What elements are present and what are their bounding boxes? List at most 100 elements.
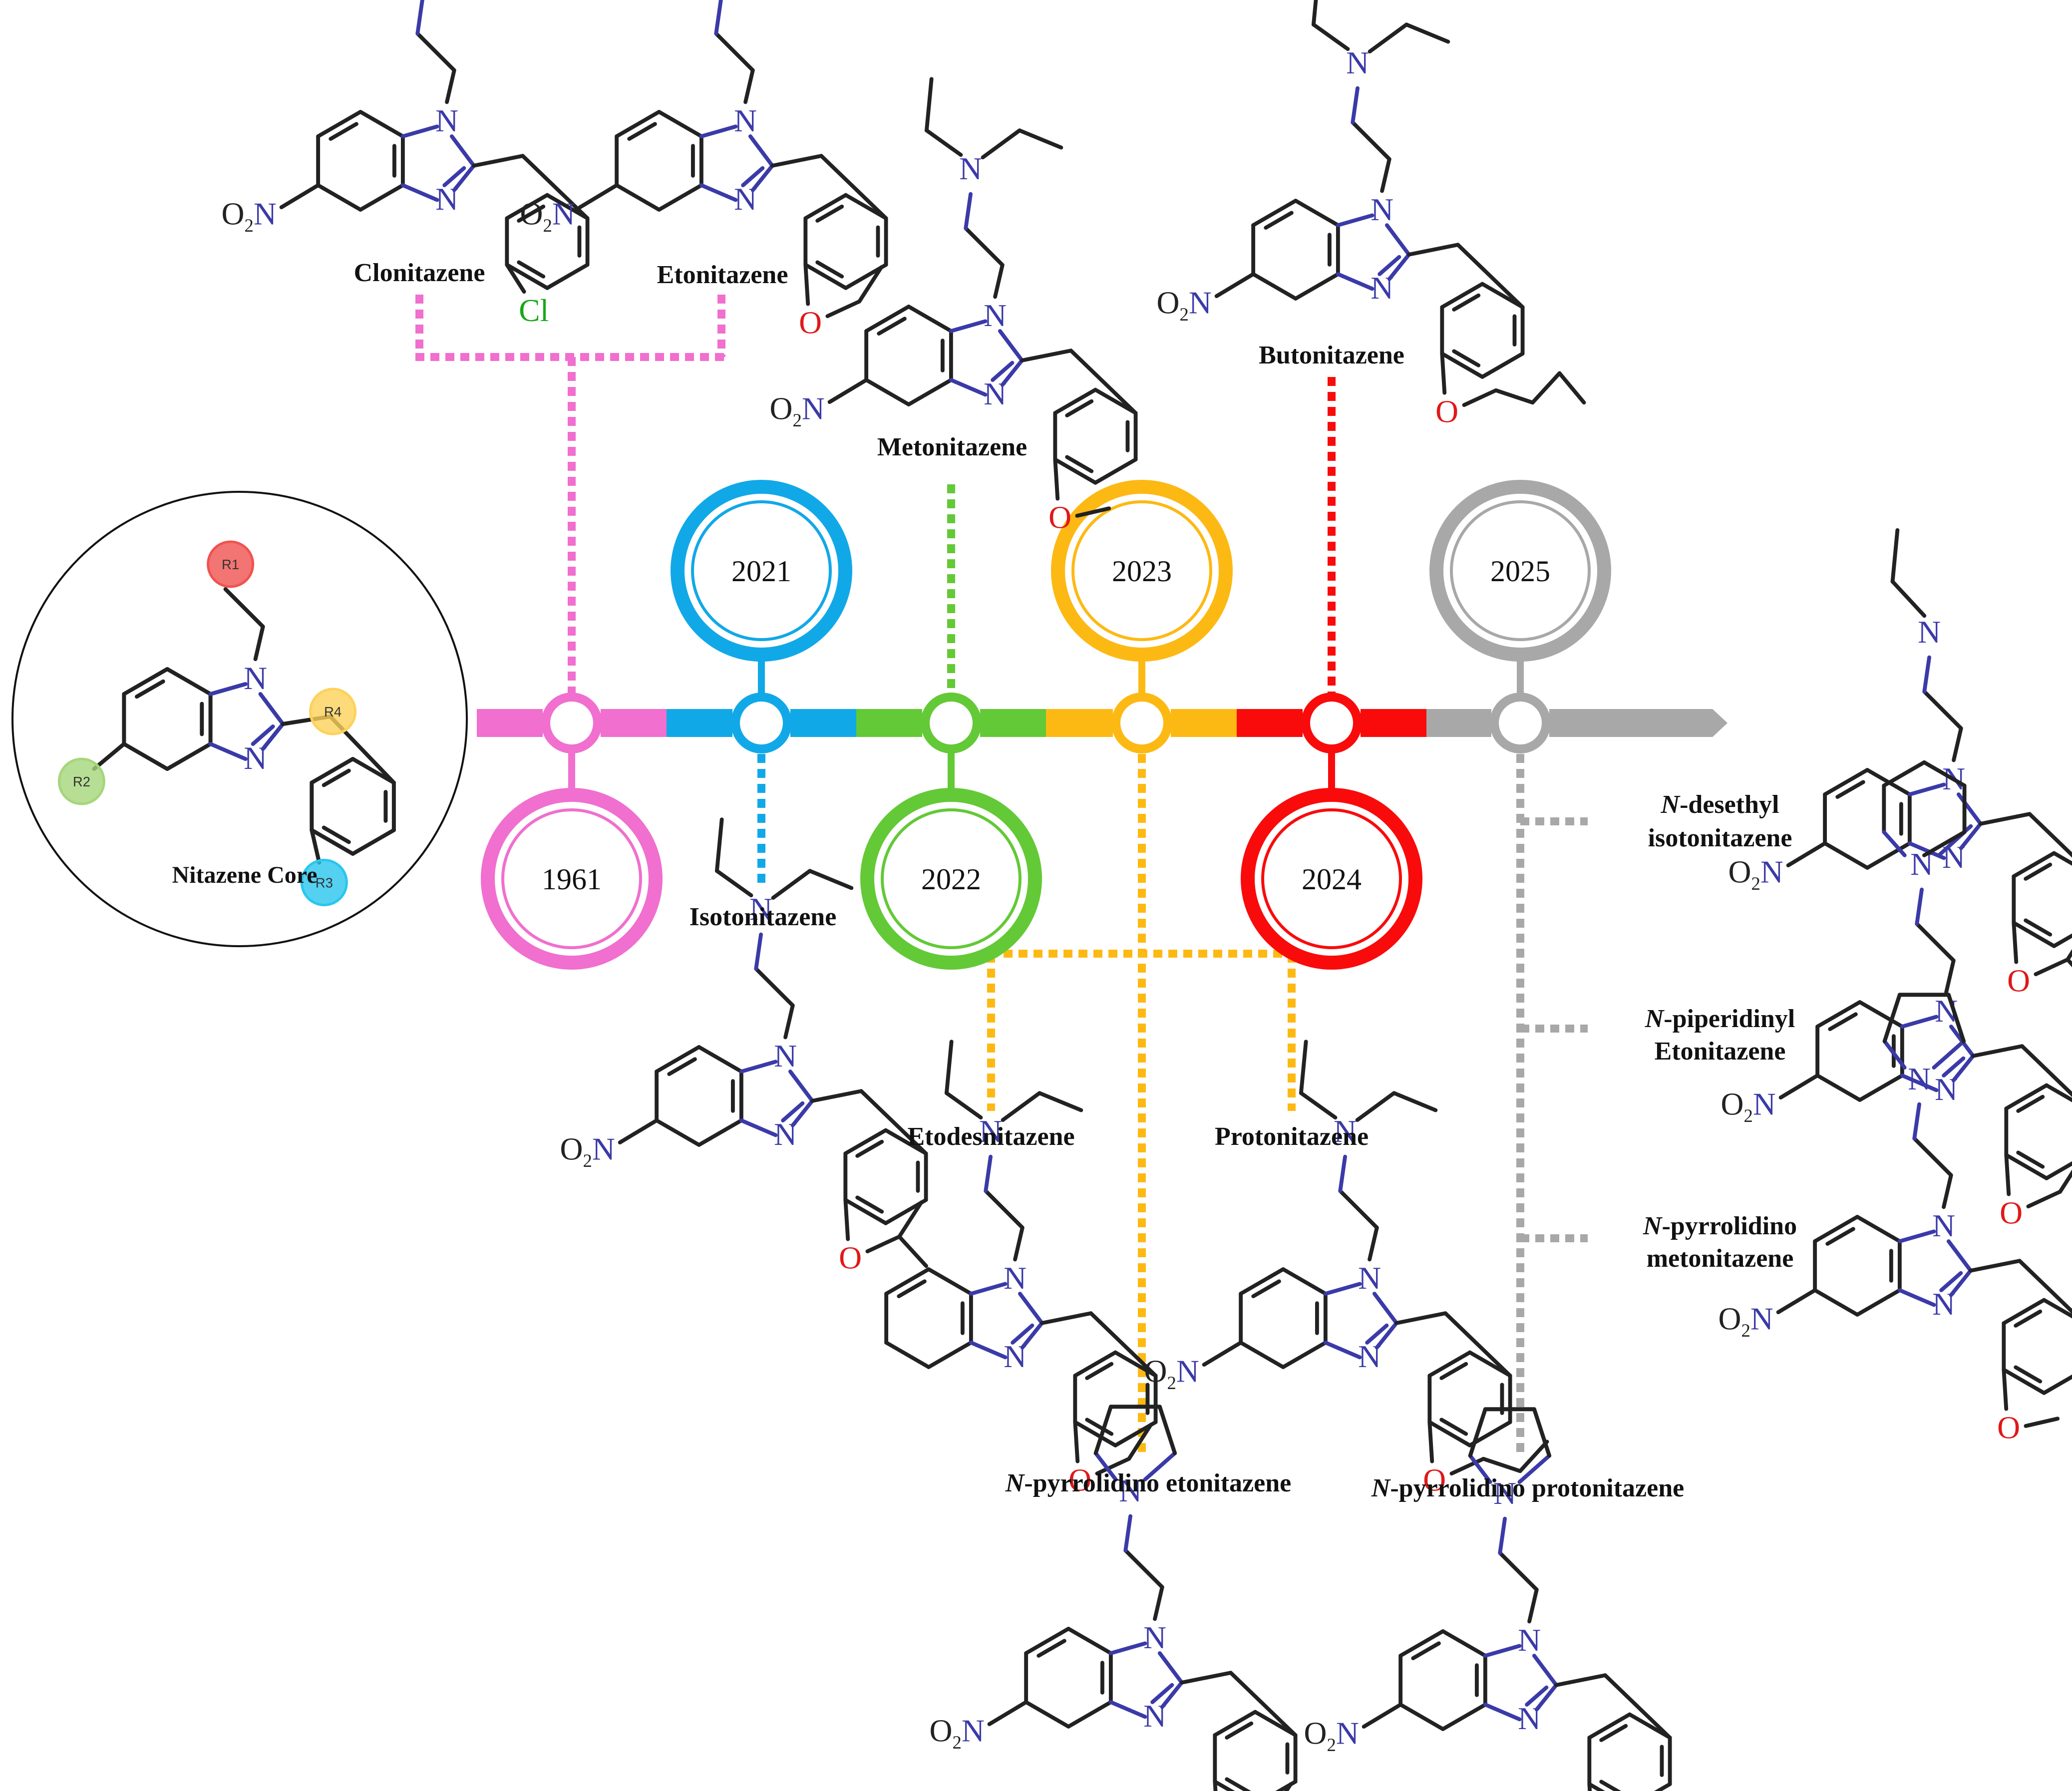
bond [627, 122, 657, 141]
bond [2002, 1298, 2046, 1326]
n3-atom: N [1932, 1286, 1955, 1322]
bond [1922, 690, 1963, 730]
chloro-atom: Cl [519, 293, 549, 328]
n1-atom: N [1358, 1260, 1381, 1296]
bond [310, 828, 322, 865]
bond [1498, 1551, 1539, 1592]
label-name: -pyrrolidino [1662, 1212, 1797, 1240]
bond [655, 1045, 701, 1074]
bond [165, 742, 213, 771]
bond [1882, 993, 1902, 1044]
bond [1823, 841, 1869, 870]
bond [1018, 128, 1063, 150]
bond [1825, 1227, 1855, 1246]
bond [699, 124, 738, 138]
label-etonitazene: Etonitazene [657, 261, 788, 289]
bond [949, 378, 988, 397]
bond [1336, 272, 1375, 291]
bond [1939, 1271, 1963, 1292]
n1-atom: N [435, 103, 458, 138]
year-label: 2025 [1490, 555, 1550, 588]
bond [1532, 1407, 1552, 1458]
bond [1153, 1585, 1164, 1621]
nitro-group: O2N [520, 196, 575, 236]
amine-n: N [959, 151, 982, 186]
bond [1815, 1074, 1862, 1102]
nitro-n: N [1750, 1301, 1773, 1336]
bond [1828, 1012, 1858, 1032]
bond [1440, 282, 1484, 310]
bond [1013, 1225, 1025, 1262]
nitro-o: O [1304, 1715, 1327, 1751]
bond [1890, 528, 1900, 584]
nitro-sub: 2 [1167, 1373, 1176, 1393]
label-name: -pyrrolidino protonitazene [1390, 1474, 1684, 1502]
bond [1786, 841, 1827, 868]
nitro-n: N [592, 1131, 615, 1166]
label-clonitazene: Clonitazene [354, 259, 485, 287]
bond [2028, 812, 2072, 858]
bond [1815, 1000, 1862, 1029]
label-name: -desethyl [1680, 790, 1779, 819]
bond [1858, 1074, 1904, 1102]
bond [1394, 1311, 1447, 1325]
bond [2004, 1153, 2049, 1180]
bond [165, 667, 213, 696]
label-n-piperidinyl: N-piperidinyl [1645, 1005, 1795, 1033]
nitro-o: O [929, 1713, 952, 1748]
bond [743, 68, 755, 104]
bond [1093, 457, 1138, 485]
bond [1855, 1215, 1902, 1243]
bond [969, 1282, 1008, 1296]
n1-atom: N [984, 298, 1007, 333]
bond [783, 1003, 795, 1040]
bond [864, 305, 911, 333]
bond [1443, 1311, 1512, 1378]
bond [857, 265, 884, 304]
bond [1066, 1627, 1113, 1655]
bond [1449, 1456, 1486, 1476]
n1-atom: N [1371, 192, 1393, 227]
bond [1813, 1215, 1859, 1243]
bond [1323, 1282, 1362, 1296]
bond [1311, 0, 1318, 27]
bond [400, 124, 439, 138]
n1-atom: N [244, 661, 267, 697]
amine-n: N [1119, 1473, 1142, 1508]
bond [1882, 1039, 1907, 1070]
nitro-sub: 2 [543, 215, 552, 236]
bond [1264, 211, 1294, 230]
bond [697, 1045, 743, 1074]
bond [2042, 1374, 2072, 1395]
bond [1944, 958, 1956, 995]
bond [803, 263, 810, 306]
bond [750, 163, 774, 192]
bond [1127, 1423, 1153, 1461]
bond [697, 1118, 743, 1147]
bond [1368, 22, 1408, 54]
year-circle-inner [691, 500, 832, 641]
nitro-o: O [560, 1131, 583, 1166]
label-name: -pyrrolidino etonitazene [1024, 1469, 1291, 1497]
compound-labels: Clonitazene Etonitazene Isotonitazene Me… [354, 259, 1797, 1502]
bond [1452, 349, 1481, 367]
structure-clonitazene: NNO2NNCl [221, 0, 590, 328]
bond [771, 869, 812, 900]
label-prefix: N [1645, 1005, 1665, 1033]
bond [748, 134, 774, 168]
bond [350, 828, 396, 856]
bond [1368, 1225, 1379, 1262]
bond [1150, 1683, 1174, 1704]
bond [1239, 1267, 1285, 1296]
nitro-o: O [1156, 285, 1179, 320]
bond [1036, 1639, 1066, 1658]
nitro-group: O2N [221, 196, 276, 236]
